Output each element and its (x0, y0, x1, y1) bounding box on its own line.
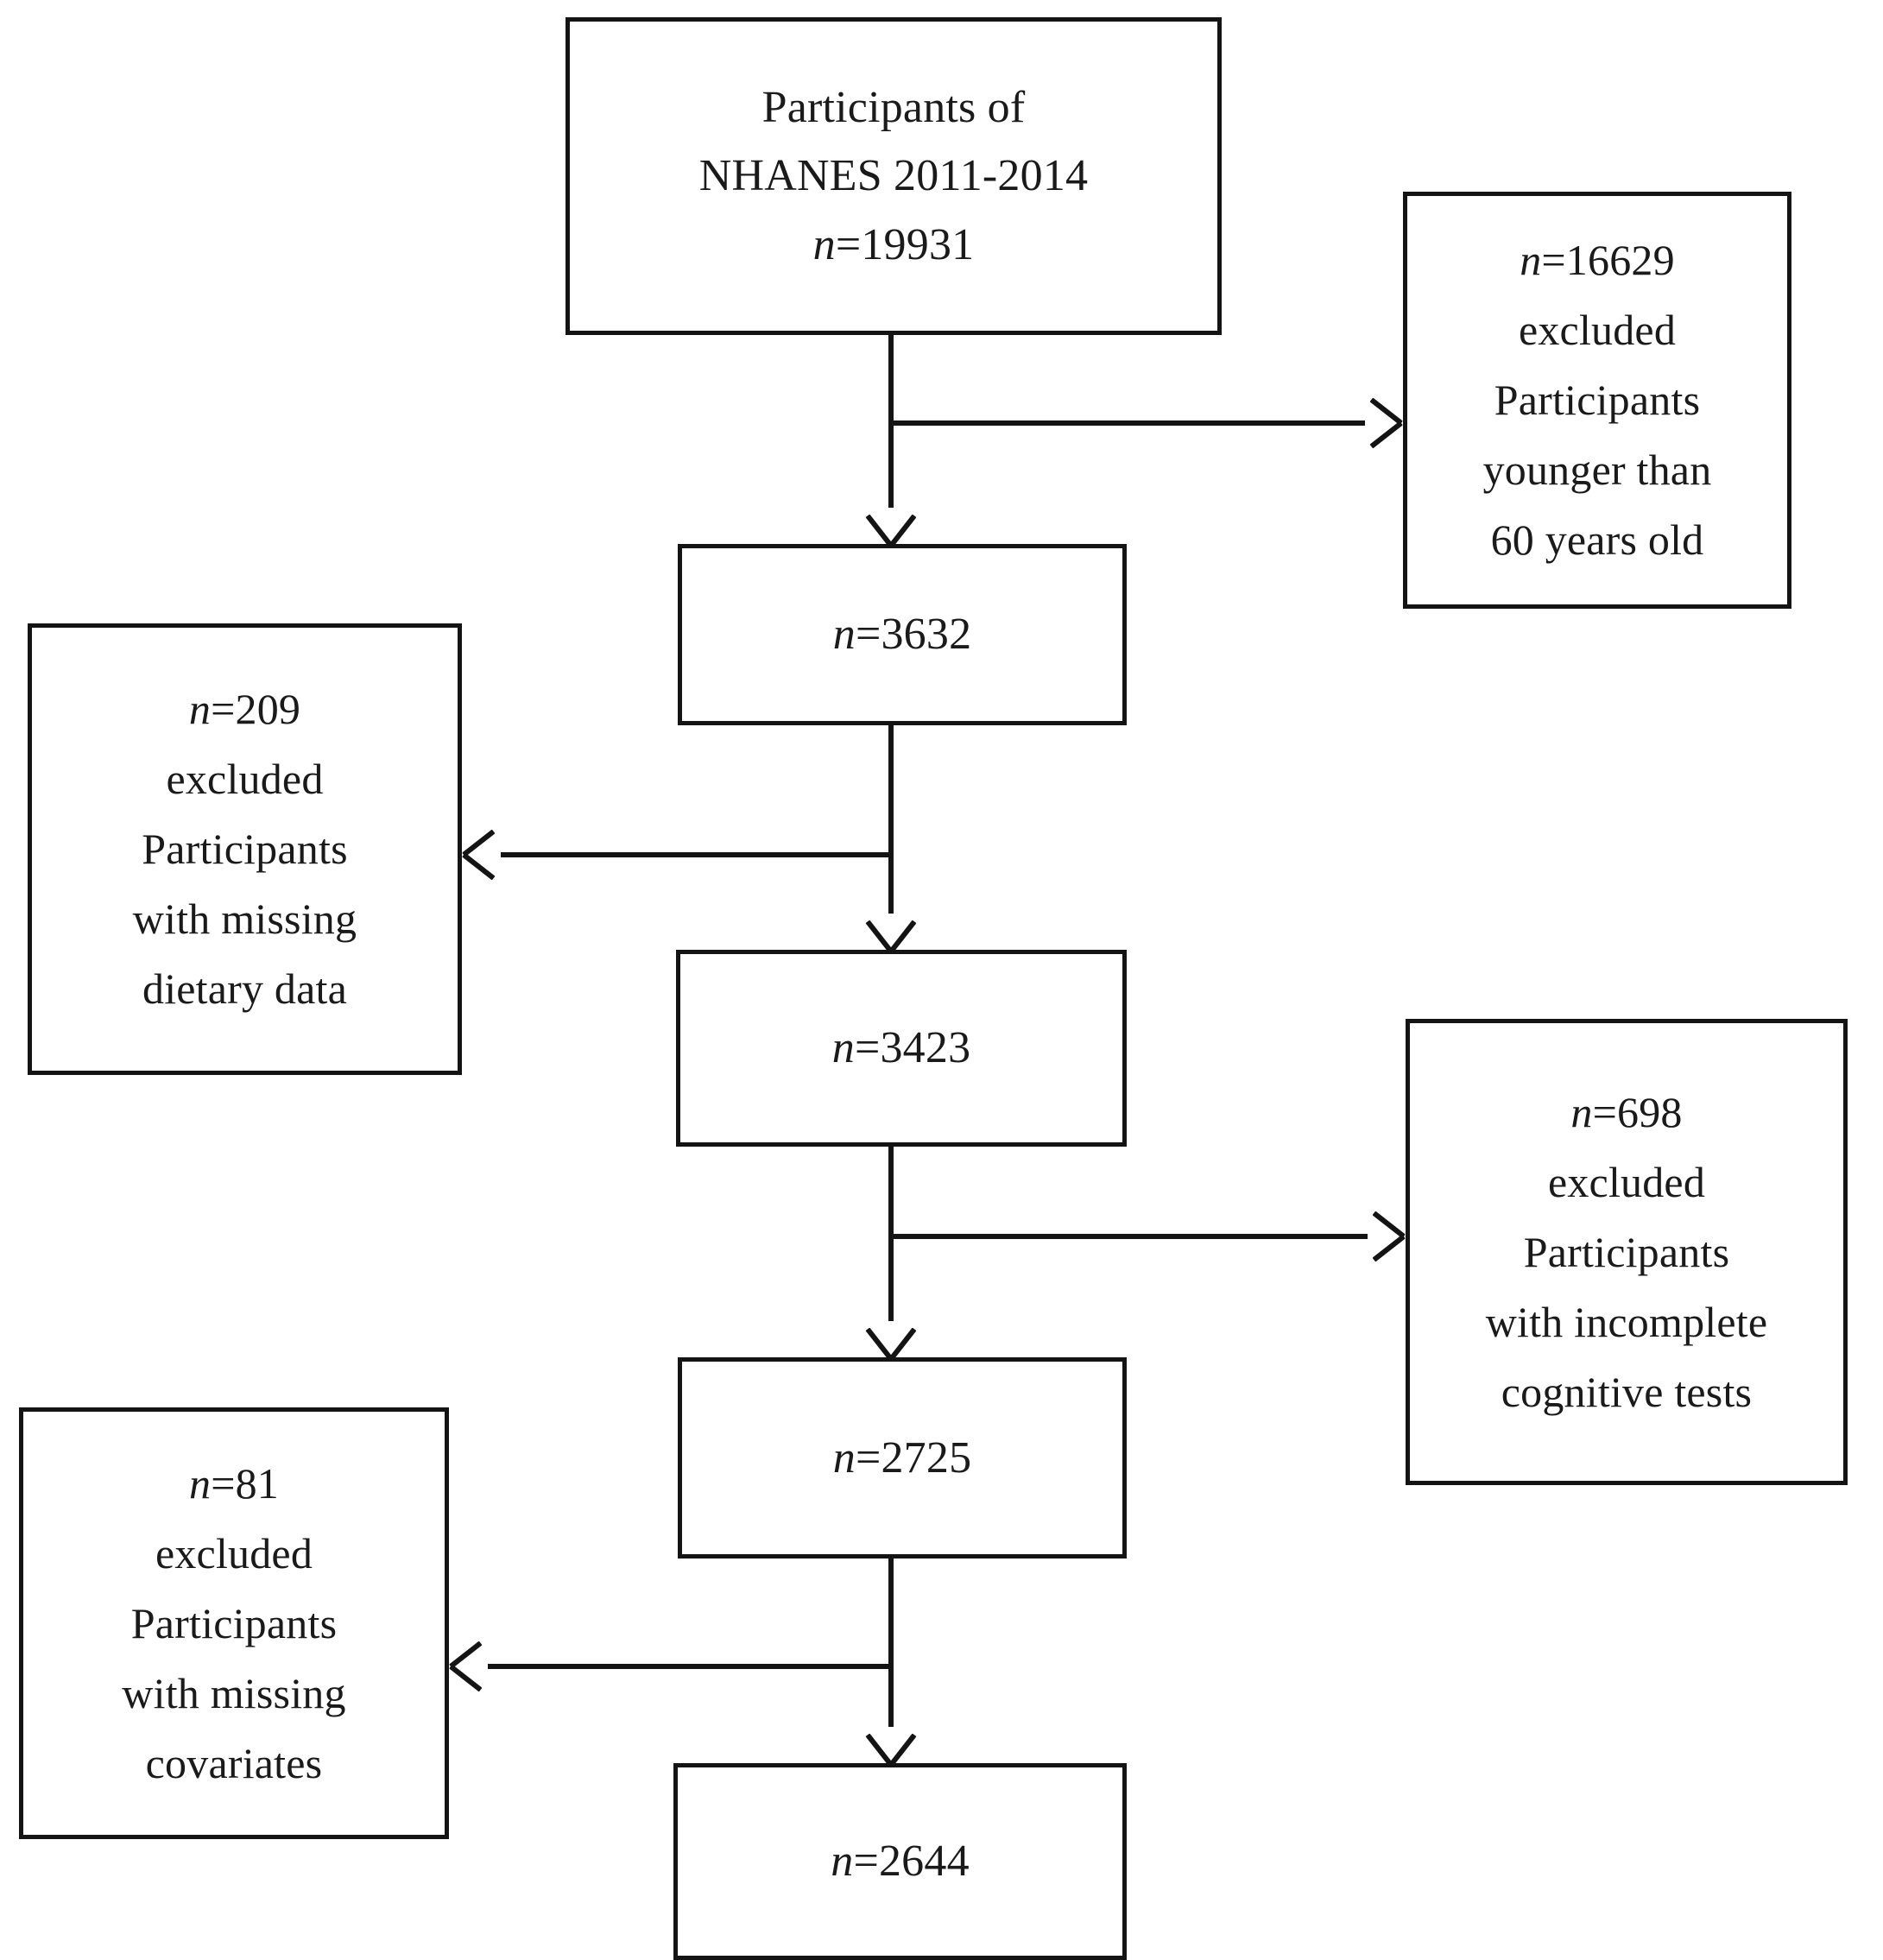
connector-branch-to-exclusion-diet (501, 852, 891, 857)
n-symbol: n (831, 1023, 855, 1073)
node-exclusion-covariates-count: n=81 (189, 1449, 279, 1519)
connector-branch-to-exclusion-cognitive (888, 1234, 1368, 1239)
node-exclusion-dietary-line4: with missing (132, 895, 357, 943)
node-exclusion-covariates-line3: Participants (130, 1598, 338, 1647)
arrowhead-stroke (888, 920, 917, 953)
n-symbol: n (831, 1837, 854, 1887)
node-main-line1: Participants of (761, 83, 1026, 133)
connector-n3632-to-n3423 (888, 725, 894, 914)
node-main-line2: NHANES 2011-2014 (698, 151, 1089, 201)
node-exclusion-age-count: n=16629 (1520, 225, 1675, 295)
node-exclusion-dietary-line2: excluded (166, 755, 324, 803)
arrowhead-stroke (888, 1733, 917, 1767)
n-value: =2644 (853, 1837, 970, 1887)
n-value: =81 (211, 1458, 279, 1508)
node-exclusion-covariates: n=81 excluded Participants with missing … (19, 1407, 449, 1839)
arrowhead-stroke (865, 920, 894, 953)
node-exclusion-dietary-line5: dietary data (142, 964, 347, 1013)
arrowhead-stroke (449, 1641, 483, 1669)
arrowhead-stroke (865, 1327, 894, 1361)
node-main-participants: Participants of NHANES 2011-2014 n=19931 (566, 17, 1222, 335)
node-n2725: n=2725 (678, 1357, 1127, 1559)
node-exclusion-covariates-line2: excluded (155, 1528, 313, 1577)
n-value: =19931 (835, 219, 975, 269)
connector-n2725-to-n2644 (888, 1559, 894, 1727)
n-value: =698 (1592, 1087, 1683, 1136)
arrowhead-stroke (865, 514, 894, 547)
n-symbol: n (832, 1432, 856, 1483)
arrowhead-stroke (888, 514, 917, 547)
node-n3632: n=3632 (678, 544, 1127, 725)
node-n3632-count: n=3632 (833, 600, 972, 668)
node-exclusion-age-line4: younger than (1482, 446, 1712, 494)
connector-branch-to-exclusion-covariates (488, 1664, 891, 1669)
node-n3423-count: n=3423 (832, 1014, 971, 1082)
arrowhead-stroke (462, 852, 496, 881)
n-symbol: n (812, 219, 836, 269)
node-exclusion-cognitive-line2: excluded (1547, 1157, 1706, 1206)
node-exclusion-age: n=16629 excluded Participants younger th… (1403, 192, 1791, 609)
node-main-count: n=19931 (813, 211, 975, 279)
node-exclusion-cognitive: n=698 excluded Participants with incompl… (1406, 1019, 1848, 1485)
n-value: =3632 (855, 610, 972, 660)
node-exclusion-cognitive-count: n=698 (1570, 1078, 1682, 1148)
n-symbol: n (188, 685, 212, 733)
n-value: =2725 (855, 1432, 972, 1483)
arrowhead-stroke (888, 1327, 917, 1361)
node-exclusion-dietary: n=209 excluded Participants with missing… (28, 623, 462, 1075)
n-symbol: n (1570, 1087, 1593, 1136)
arrowhead-stroke (462, 829, 496, 857)
node-exclusion-cognitive-line3: Participants (1523, 1227, 1730, 1276)
arrowhead-stroke (1372, 1211, 1406, 1239)
n-value: =3423 (854, 1023, 971, 1073)
n-value: =209 (211, 685, 301, 733)
node-n3423: n=3423 (676, 950, 1127, 1147)
node-exclusion-age-line5: 60 years old (1490, 515, 1704, 564)
node-exclusion-cognitive-line5: cognitive tests (1501, 1367, 1753, 1416)
node-exclusion-age-line3: Participants (1494, 376, 1701, 424)
n-symbol: n (832, 610, 856, 660)
n-value: =16629 (1541, 236, 1675, 284)
n-symbol: n (188, 1458, 212, 1508)
node-exclusion-dietary-count: n=209 (189, 674, 300, 744)
node-exclusion-dietary-line3: Participants (142, 825, 348, 873)
arrowhead-stroke (1369, 397, 1403, 426)
arrowhead-stroke (449, 1664, 483, 1692)
arrowhead-stroke (865, 1733, 894, 1767)
arrowhead-stroke (1372, 1234, 1406, 1262)
n-symbol: n (1520, 236, 1542, 284)
node-exclusion-age-line2: excluded (1518, 306, 1677, 354)
arrowhead-stroke (1369, 420, 1403, 449)
node-exclusion-covariates-line5: covariates (145, 1738, 323, 1787)
connector-branch-to-exclusion-age (888, 420, 1365, 426)
node-n2644-count: n=2644 (831, 1827, 970, 1895)
node-n2644-final: n=2644 (673, 1763, 1127, 1960)
node-exclusion-covariates-line4: with missing (122, 1668, 346, 1717)
node-exclusion-cognitive-line4: with incomplete (1485, 1297, 1768, 1346)
node-n2725-count: n=2725 (833, 1424, 972, 1492)
